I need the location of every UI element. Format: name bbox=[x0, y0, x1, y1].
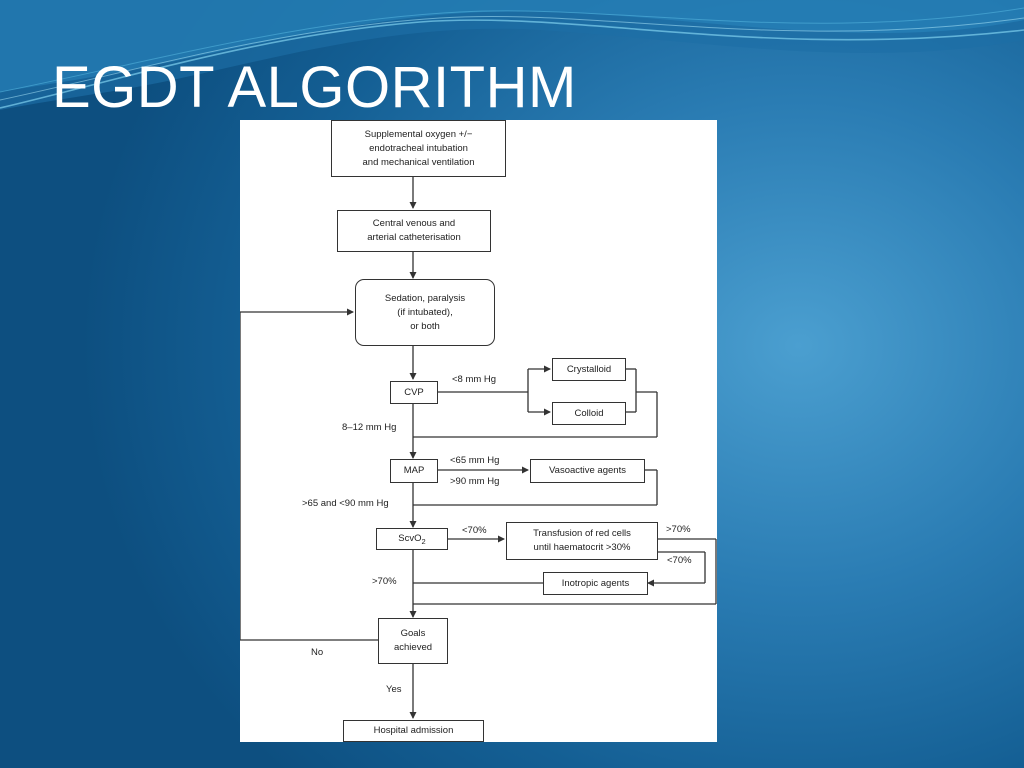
cvp-target-label: 8–12 mm Hg bbox=[342, 422, 397, 433]
map-low-label: <65 mm Hg bbox=[450, 455, 500, 466]
crystalloid-box: Crystalloid bbox=[552, 358, 626, 381]
wave-decoration bbox=[0, 0, 1024, 110]
hospital-admission-box: Hospital admission bbox=[343, 720, 484, 742]
map-target-label: >65 and <90 mm Hg bbox=[302, 498, 389, 509]
catheterisation-box: Central venous and arterial catheterisat… bbox=[337, 210, 491, 252]
goals-yes-label: Yes bbox=[386, 684, 402, 695]
catheterisation-text: Central venous and arterial catheterisat… bbox=[367, 218, 461, 243]
map-text: MAP bbox=[403, 465, 425, 476]
cvp-box: CVP bbox=[390, 381, 438, 404]
inotropic-agents-text: Inotropic agents bbox=[561, 577, 630, 589]
crystalloid-text: Crystalloid bbox=[566, 363, 612, 375]
goals-no-label: No bbox=[311, 647, 324, 658]
transfusion-text: Transfusion of red cells until haematocr… bbox=[533, 528, 631, 553]
vasoactive-agents-text: Vasoactive agents bbox=[549, 465, 626, 476]
cvp-text: CVP bbox=[404, 386, 424, 398]
scvo2-base: ScvO bbox=[398, 533, 422, 544]
sedation-box: Sedation, paralysis (if intubated), or b… bbox=[355, 279, 495, 346]
inotropic-agents-box: Inotropic agents bbox=[543, 572, 648, 595]
flowchart-connectors bbox=[240, 177, 717, 719]
map-high-label: >90 mm Hg bbox=[450, 476, 500, 487]
scvo2-subscript: 2 bbox=[421, 537, 426, 546]
scvo2-target-label: >70% bbox=[372, 576, 397, 587]
transfusion-box: Transfusion of red cells until haematocr… bbox=[506, 522, 658, 560]
goals-achieved-box: Goals achieved bbox=[378, 618, 448, 664]
colloid-text: Colloid bbox=[574, 407, 604, 419]
scvo2-box: ScvO2 bbox=[376, 528, 448, 550]
scvo2-text: ScvO2 bbox=[398, 532, 425, 546]
cvp-low-label: <8 mm Hg bbox=[452, 374, 497, 385]
map-box: MAP bbox=[390, 459, 438, 483]
goals-achieved-text: Goals achieved bbox=[393, 628, 433, 653]
oxygen-ventilation-text: Supplemental oxygen +/− endotracheal int… bbox=[362, 128, 475, 168]
vasoactive-agents-box: Vasoactive agents bbox=[530, 459, 645, 483]
colloid-box: Colloid bbox=[552, 402, 626, 425]
transfusion-low-label: <70% bbox=[667, 555, 692, 566]
transfusion-high-label: >70% bbox=[666, 524, 691, 535]
oxygen-ventilation-box: Supplemental oxygen +/− endotracheal int… bbox=[331, 120, 506, 177]
sedation-text: Sedation, paralysis (if intubated), or b… bbox=[384, 292, 466, 332]
scvo2-low-label: <70% bbox=[462, 525, 487, 536]
hospital-admission-text: Hospital admission bbox=[373, 725, 454, 736]
slide-title: EGDT ALGORITHM bbox=[52, 55, 577, 120]
